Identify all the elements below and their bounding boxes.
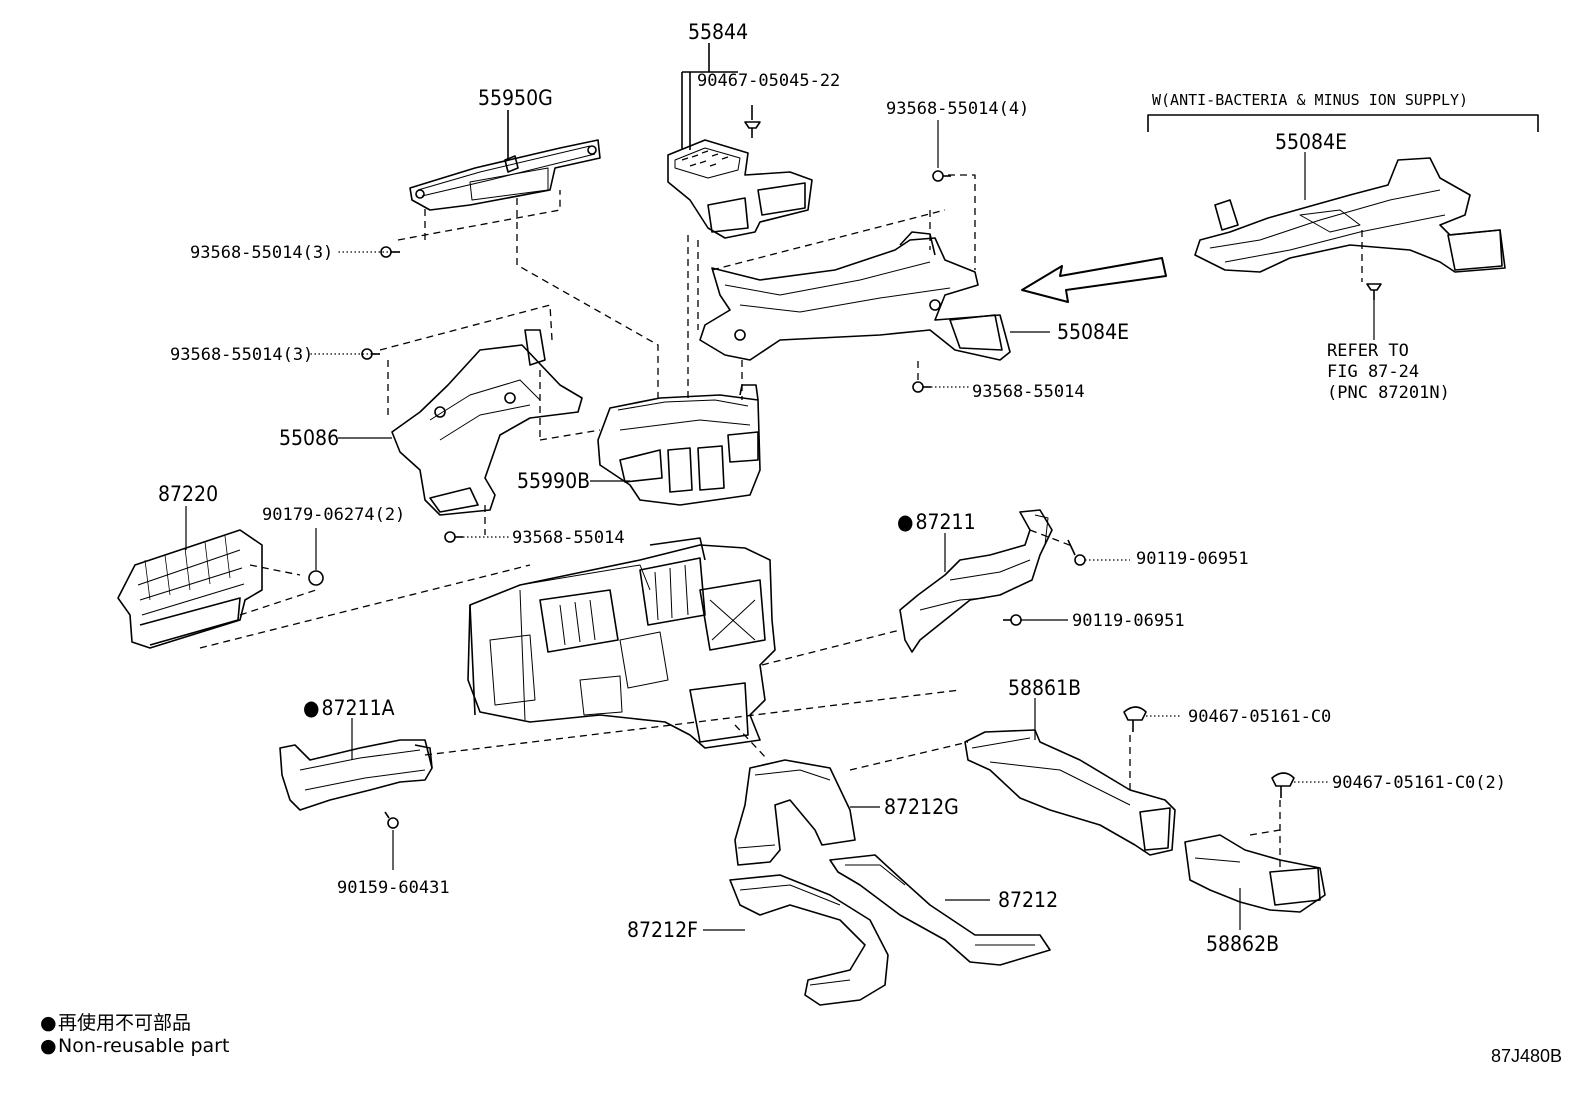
part-number-90159-60431: 90159-60431 [337,878,450,898]
part-number-90119-06951-lower: 90119-06951 [1072,611,1185,631]
part-55950G [409,139,601,211]
reference-line-2: FIG 87-24 [1327,362,1420,382]
part-number-55990B: 55990B [517,469,591,493]
legend-line-english: ●Non-reusable part [40,1035,229,1057]
part-number-87212G: 87212G [884,795,959,819]
part-number-55086: 55086 [279,426,340,450]
bolt-icon [308,170,1382,829]
clip-90467-05045-22 [744,105,761,138]
legend-text-english: Non-reusable part [58,1035,230,1057]
part-number-55084E-main: 55084E [1057,320,1130,344]
part-55084E-option [1194,157,1506,273]
part-58861B [964,729,1176,856]
part-number-87212: 87212 [998,888,1059,912]
part-55844 [667,139,813,239]
part-number-93568-55014-3-mid: 93568-55014(3) [170,345,314,365]
part-number-93568-55014-4: 93568-55014(4) [886,99,1030,119]
legend-line-japanese: ●再使用不可部品 [40,1008,191,1035]
part-number-93568-55014-lower: 93568-55014 [512,528,625,548]
part-55084E-main [699,231,1011,361]
part-87212G [734,759,856,866]
heater-unit [467,537,776,749]
part-number-58862B: 58862B [1206,932,1280,956]
part-87211A [279,739,433,811]
bullet-icon: ● [40,1012,57,1034]
part-87220 [117,529,263,649]
direction-arrow [1021,257,1167,303]
figure-code: 87J480B [1490,1046,1562,1066]
part-55086 [391,329,583,516]
part-number-87211: 87211 [897,512,976,533]
part-number-55844: 55844 [688,20,749,44]
legend-text-japanese: 再使用不可部品 [58,1012,192,1034]
part-number-55084E-option: 55084E [1275,130,1348,154]
bullet-icon: ● [40,1035,57,1057]
reference-note: REFER TO FIG 87-24 (PNC 87201N) [1327,341,1450,404]
part-number-90467-05161-C0: 90467-05161-C0 [1188,707,1332,727]
reference-line-3: (PNC 87201N) [1327,383,1450,403]
part-58862B [1184,834,1326,913]
part-number-87212F: 87212F [627,918,698,942]
part-87212 [829,854,1051,966]
part-number-55950G: 55950G [478,86,553,110]
part-number-93568-55014-3-top: 93568-55014(3) [190,243,334,263]
part-number-87220: 87220 [158,482,219,506]
part-number-90119-06951-upper: 90119-06951 [1136,549,1249,569]
part-number-90179-06274-2: 90179-06274(2) [262,505,406,525]
reference-line-1: REFER TO [1327,341,1409,361]
part-number-58861B: 58861B [1008,676,1082,700]
part-55990B [597,384,761,506]
option-title: W(ANTI-BACTERIA & MINUS ION SUPPLY) [1152,91,1469,109]
part-number-90467-05045-22: 90467-05045-22 [697,71,841,91]
part-number-87211A: 87211A [303,698,395,719]
part-87212F [729,874,889,1006]
part-number-90467-05161-C0-2: 90467-05161-C0(2) [1332,773,1506,793]
part-number-93568-55014-right: 93568-55014 [972,382,1085,402]
